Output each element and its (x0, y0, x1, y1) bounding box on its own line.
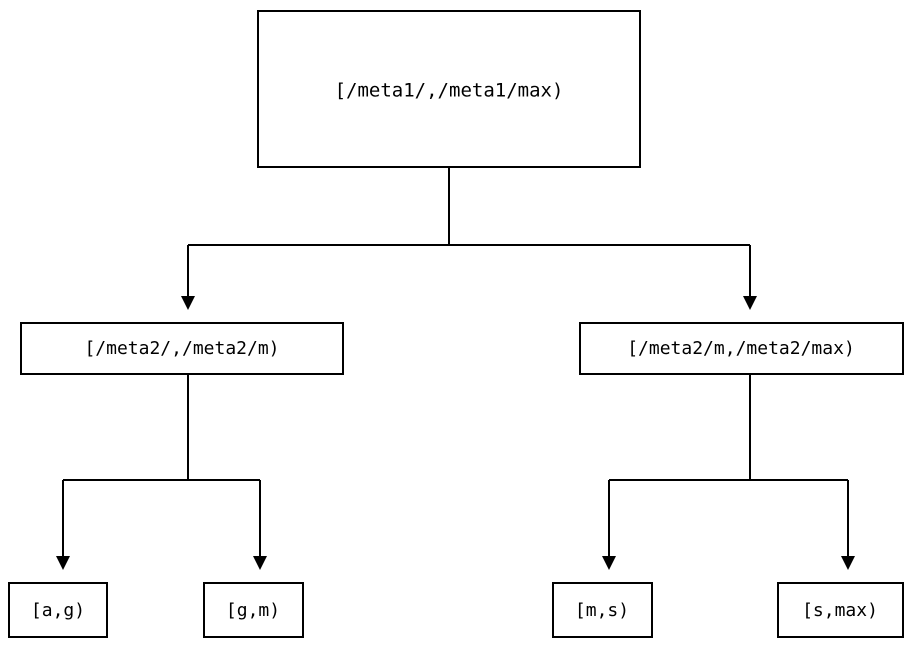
arrowhead-leaf-3 (602, 556, 616, 570)
arrowhead-branch-left (181, 296, 195, 310)
node-leaf-3-box[interactable] (552, 582, 653, 638)
node-leaf-1-label: [a,g) (31, 600, 85, 621)
node-branch-left-box[interactable] (20, 322, 344, 375)
arrowhead-branch-right (743, 296, 757, 310)
node-leaf-1[interactable]: [a,g) (8, 582, 108, 638)
node-leaf-2-label: [g,m) (226, 600, 280, 621)
edge-group-branch-left (56, 374, 267, 570)
arrowhead-leaf-4 (841, 556, 855, 570)
node-leaf-1-box[interactable] (8, 582, 108, 638)
node-leaf-4-box[interactable] (777, 582, 904, 638)
node-branch-left-label: [/meta2/,/meta2/m) (84, 338, 279, 359)
node-leaf-2[interactable]: [g,m) (203, 582, 304, 638)
node-leaf-3[interactable]: [m,s) (552, 582, 653, 638)
node-root[interactable]: [/meta1/,/meta1/max) (257, 10, 641, 168)
node-root-box[interactable] (257, 10, 641, 168)
edge-group-branch-right (602, 374, 855, 570)
arrowhead-leaf-1 (56, 556, 70, 570)
node-branch-right-box[interactable] (579, 322, 904, 375)
node-branch-right-label: [/meta2/m,/meta2/max) (627, 338, 855, 359)
node-leaf-2-box[interactable] (203, 582, 304, 638)
node-leaf-4-label: [s,max) (802, 600, 878, 621)
node-leaf-3-label: [m,s) (575, 600, 629, 621)
arrowhead-leaf-2 (253, 556, 267, 570)
node-branch-left[interactable]: [/meta2/,/meta2/m) (20, 322, 344, 375)
node-branch-right[interactable]: [/meta2/m,/meta2/max) (579, 322, 904, 375)
edge-group-root (181, 167, 757, 310)
node-root-label: [/meta1/,/meta1/max) (335, 80, 564, 102)
node-leaf-4[interactable]: [s,max) (777, 582, 904, 638)
